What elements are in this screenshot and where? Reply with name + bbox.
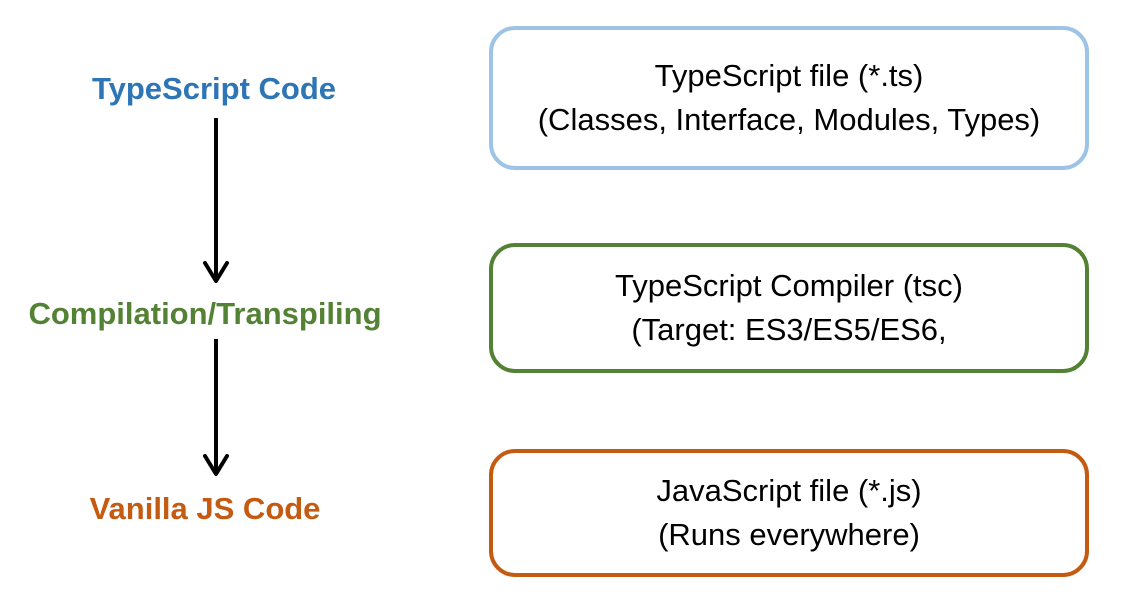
box-title: JavaScript file (*.js) (656, 473, 922, 508)
stage-label-compilation: Compilation/Transpiling (28, 296, 382, 331)
box-detail: (Runs everywhere) (658, 517, 920, 552)
box-title: TypeScript file (*.ts) (654, 58, 924, 93)
typescript-compiler-box: TypeScript Compiler (tsc) (Target: ES3/E… (489, 243, 1089, 373)
box-detail: (Classes, Interface, Modules, Types) (537, 102, 1041, 137)
typescript-file-box: TypeScript file (*.ts) (Classes, Interfa… (489, 26, 1089, 170)
stage-label-vanilla-js-code: Vanilla JS Code (89, 491, 321, 526)
stage-label-typescript-code: TypeScript Code (91, 71, 337, 106)
box-title: TypeScript Compiler (tsc) (615, 268, 963, 303)
box-detail: (Target: ES3/ES5/ES6, (631, 312, 947, 347)
arrow-compile-to-js (203, 339, 229, 476)
arrow-ts-to-compile (203, 118, 229, 283)
javascript-file-box: JavaScript file (*.js) (Runs everywhere) (489, 449, 1089, 577)
